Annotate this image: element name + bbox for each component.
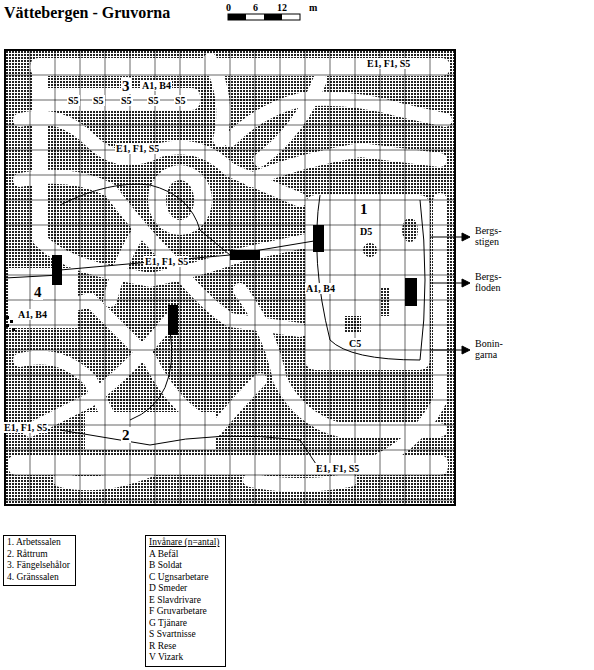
inhabitant-code: E1, F1, S5: [3, 422, 48, 433]
scale-number: 6: [252, 2, 259, 13]
inhabitant-code: S5: [67, 95, 80, 106]
scale-number: 12: [276, 2, 288, 13]
room-number: 4: [33, 284, 43, 300]
map-title: Vättebergen - Gruvorna: [4, 4, 170, 22]
legend-entry: 3. Fängelsehålor: [7, 560, 72, 572]
legend-box: 1. Arbetssalen2. Råttrum3. Fängelsehålor…: [3, 535, 76, 586]
legend-entry: R Rese: [149, 641, 222, 653]
legend-entry: F Gruvarbetare: [149, 606, 222, 618]
legend-entry: 4. Gränssalen: [7, 572, 72, 584]
legend-entry: G Tjänare: [149, 618, 222, 630]
inhabitant-code: A1, B4: [305, 283, 336, 294]
inhabitant-code: E1, F1, S5: [144, 256, 189, 267]
legend-entry: A Befäl: [149, 549, 222, 561]
inhabitant-code: E1, F1, S5: [366, 58, 411, 69]
legend-entry: S Svartnisse: [149, 629, 222, 641]
room-number: 2: [121, 427, 131, 443]
inhabitant-code: E1, F1, S5: [315, 463, 360, 474]
room-number: 3: [121, 78, 131, 94]
legend-entry: Invånare (n=antal): [149, 537, 222, 549]
inhabitant-code: E1, F1, S5: [115, 143, 160, 154]
legend-entry: 2. Råttrum: [7, 549, 72, 561]
inhabitant-code: S5: [174, 95, 187, 106]
legend-entry: V Vizark: [149, 652, 222, 664]
inhabitant-code: S5: [120, 95, 133, 106]
inhabitant-code: A1, B4: [141, 80, 172, 91]
legend-entry: 1. Arbetssalen: [7, 537, 72, 549]
exit-label: Bergs- floden: [474, 271, 516, 293]
inhabitant-code: S5: [92, 95, 105, 106]
inhabitant-code: A1, B4: [17, 309, 48, 320]
legend-entry: C Ugnsarbetare: [149, 572, 222, 584]
scale-number: 0: [225, 2, 232, 13]
inhabitant-code: S5: [147, 95, 160, 106]
exit-label: Bonin- garna: [474, 338, 516, 360]
scale-unit: m: [308, 2, 318, 13]
inhabitant-code: D5: [359, 226, 373, 237]
legend-entry: B Soldat: [149, 560, 222, 572]
legend-entry: E Slavdrivare: [149, 595, 222, 607]
inhabitant-code: C5: [348, 338, 362, 349]
room-number: 1: [359, 201, 369, 217]
exit-label: Bergs- stigen: [474, 225, 516, 247]
legend-entry: D Smeder: [149, 583, 222, 595]
legend-box: Invånare (n=antal)A BefälB SoldatC Ugnsa…: [145, 535, 226, 667]
